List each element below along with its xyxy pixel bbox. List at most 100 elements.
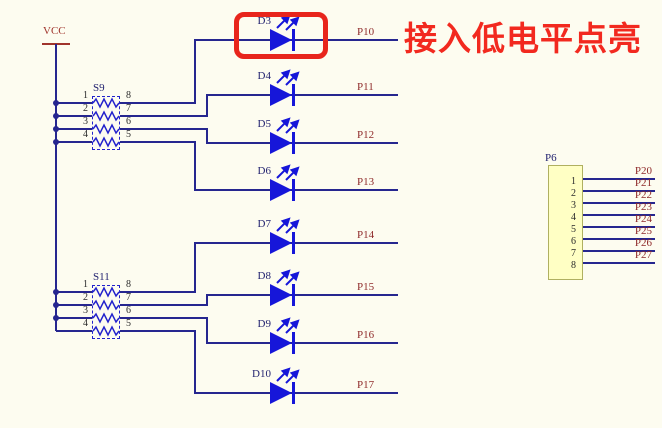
- net-label[interactable]: P25: [634, 225, 652, 237]
- led-symbol-d7[interactable]: [248, 208, 312, 258]
- wire-segment: [56, 102, 92, 104]
- wire-segment: [194, 242, 196, 293]
- net-label[interactable]: P22: [634, 189, 652, 201]
- net-label[interactable]: P14: [357, 229, 375, 241]
- wire-net-p11: [206, 94, 398, 96]
- led-symbol-d3[interactable]: [248, 5, 312, 55]
- p6-pin-number: 5: [571, 224, 576, 235]
- resistor-network-s9-designator: S9: [93, 82, 105, 94]
- net-label[interactable]: P23: [634, 201, 652, 213]
- annotation-text: 接入低电平点亮: [404, 20, 642, 57]
- p6-pin-number: 1: [571, 176, 576, 187]
- s11-pin-number: 7: [126, 292, 131, 303]
- p6-pin-number: 7: [571, 248, 576, 259]
- s9-pin-number: 3: [83, 116, 88, 127]
- led-designator: D7: [257, 218, 271, 230]
- resistor-zigzags-s11: [92, 286, 120, 337]
- highlight-box-d3: [234, 12, 328, 59]
- led-symbol-d9[interactable]: [248, 308, 312, 358]
- resistor-network-s11[interactable]: [92, 285, 120, 339]
- s11-pin-number: 4: [83, 318, 88, 329]
- wire-net-p25: [583, 238, 655, 240]
- wire-segment: [120, 304, 207, 306]
- wire-segment: [206, 128, 208, 144]
- net-label[interactable]: P13: [357, 176, 375, 188]
- wire-net-p26: [583, 250, 655, 252]
- wire-net-p20: [583, 178, 655, 180]
- connector-p6[interactable]: [548, 165, 583, 280]
- wire-segment: [206, 317, 208, 344]
- wire-segment: [206, 94, 208, 117]
- s9-pin-number: 4: [83, 129, 88, 140]
- wire-net-p21: [583, 190, 655, 192]
- led-designator: D10: [252, 368, 271, 380]
- wire-net-p13: [194, 189, 398, 191]
- net-label[interactable]: P16: [357, 329, 375, 341]
- led-symbol-d6[interactable]: [248, 155, 312, 205]
- connector-p6-designator: P6: [545, 152, 557, 164]
- s11-pin-number: 6: [126, 305, 131, 316]
- p6-pin-number: 4: [571, 212, 576, 223]
- net-label[interactable]: P12: [357, 129, 375, 141]
- vcc-label: VCC: [43, 25, 66, 37]
- wire-net-p27: [583, 262, 655, 264]
- wire-net-p14: [194, 242, 398, 244]
- wire-segment: [120, 128, 207, 130]
- light-emission-arrows-icon: [276, 269, 300, 286]
- light-emission-arrows-icon: [276, 367, 300, 384]
- net-label[interactable]: P20: [634, 165, 652, 177]
- net-label[interactable]: P24: [634, 213, 652, 225]
- net-label[interactable]: P17: [357, 379, 375, 391]
- net-label[interactable]: P26: [634, 237, 652, 249]
- wire-segment: [56, 115, 92, 117]
- wire-net-p10: [194, 39, 398, 41]
- light-emission-arrows-icon: [276, 164, 300, 181]
- s9-pin-number: 5: [126, 129, 131, 140]
- p6-pin-number: 2: [571, 188, 576, 199]
- led-symbol-d8[interactable]: [248, 260, 312, 310]
- led-designator: D5: [257, 118, 271, 130]
- s9-pin-number: 2: [83, 103, 88, 114]
- net-label[interactable]: P11: [357, 81, 374, 93]
- wire-segment: [120, 102, 195, 104]
- led-symbol-d4[interactable]: [248, 60, 312, 110]
- led-designator: D9: [257, 318, 271, 330]
- net-label[interactable]: P15: [357, 281, 375, 293]
- wire-segment: [120, 330, 195, 332]
- s11-pin-number: 8: [126, 279, 131, 290]
- light-emission-arrows-icon: [276, 14, 300, 31]
- s11-pin-number: 5: [126, 318, 131, 329]
- wire-segment: [194, 141, 196, 191]
- s11-pin-number: 2: [83, 292, 88, 303]
- led-symbol-d10[interactable]: [248, 358, 312, 408]
- wire-segment: [194, 330, 196, 394]
- wire-segment: [206, 294, 208, 306]
- net-label[interactable]: P21: [634, 177, 652, 189]
- resistor-zigzags-s9: [92, 97, 120, 148]
- p6-pin-number: 8: [571, 260, 576, 271]
- wire-segment: [194, 39, 196, 104]
- net-label[interactable]: P27: [634, 249, 652, 261]
- s9-pin-number: 7: [126, 103, 131, 114]
- wire-segment: [56, 141, 92, 143]
- led-symbol-d5[interactable]: [248, 108, 312, 158]
- wire-net-p24: [583, 226, 655, 228]
- light-emission-arrows-icon: [276, 217, 300, 234]
- wire-net-p23: [583, 214, 655, 216]
- light-emission-arrows-icon: [276, 317, 300, 334]
- light-emission-arrows-icon: [276, 69, 300, 86]
- s9-pin-number: 8: [126, 90, 131, 101]
- wire-net-p22: [583, 202, 655, 204]
- wire-segment: [56, 291, 92, 293]
- led-designator: D8: [257, 270, 271, 282]
- wire-net-p17: [194, 392, 398, 394]
- led-designator: D6: [257, 165, 271, 177]
- resistor-network-s9[interactable]: [92, 96, 120, 150]
- wire-net-p12: [206, 142, 398, 144]
- wire-segment: [56, 128, 92, 130]
- net-label[interactable]: P10: [357, 26, 375, 38]
- wire-segment: [56, 330, 92, 332]
- p6-pin-number: 3: [571, 200, 576, 211]
- s11-pin-number: 3: [83, 305, 88, 316]
